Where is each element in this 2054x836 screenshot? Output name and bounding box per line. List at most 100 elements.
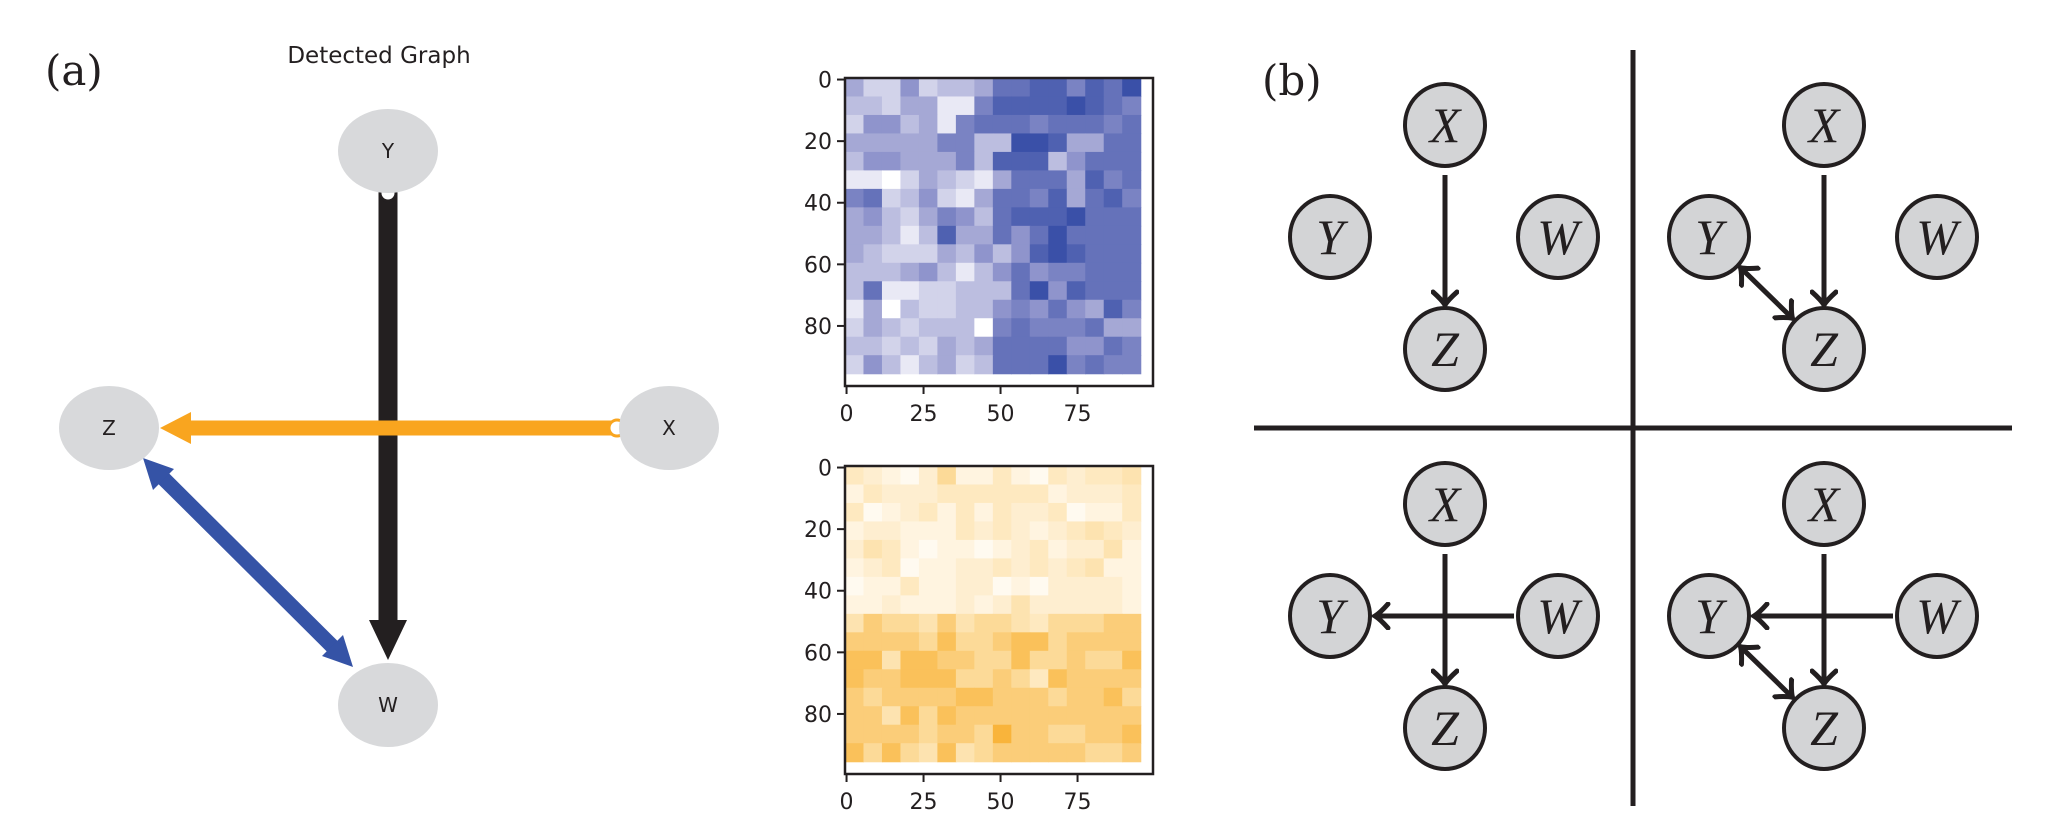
heatmap-cell (1103, 355, 1123, 375)
heatmap-cell (937, 96, 957, 116)
heatmap-cell (1122, 355, 1142, 375)
heatmap-cell (918, 262, 938, 282)
node-circle (1782, 306, 1866, 392)
node-w: W (1516, 194, 1600, 280)
heatmap-cell (1066, 114, 1086, 135)
heatmap-cell (900, 318, 920, 338)
heatmap-cell (1048, 466, 1068, 486)
x-tick-label: 0 (840, 402, 854, 427)
edge-line (154, 469, 342, 656)
node-circle (1403, 685, 1487, 771)
panel-b-label: (b) (1262, 56, 1322, 105)
heatmap-cell (955, 669, 975, 689)
node-z: Z (1782, 306, 1866, 392)
heatmap-cell (955, 114, 975, 135)
heatmap-cell (1029, 669, 1049, 689)
heatmap-cell (992, 96, 1012, 116)
heatmap-cell (1011, 318, 1031, 338)
heatmap-cell (918, 281, 938, 301)
heatmap-cell (1029, 576, 1049, 596)
heatmap-cell (881, 318, 902, 338)
heatmap-cell (863, 78, 883, 98)
heatmap-cell (1066, 281, 1086, 301)
node-w: W (1516, 573, 1600, 659)
arrowhead-icon (160, 412, 191, 444)
heatmap-cell (1122, 151, 1142, 171)
node-circle (1288, 573, 1372, 659)
heatmap-cell (900, 502, 920, 523)
heatmap-cell (992, 595, 1012, 615)
heatmap-cell (1011, 262, 1031, 282)
heatmap-cell (955, 170, 975, 190)
heatmap-cell (900, 225, 920, 245)
heatmap-cell (1011, 114, 1031, 135)
heatmap-cell (845, 521, 865, 541)
heatmap-cell (863, 539, 883, 559)
heatmap-cell (1029, 521, 1049, 541)
heatmap-cell (1011, 151, 1031, 171)
heatmap-cell (1085, 318, 1105, 338)
heatmap-cell (900, 188, 920, 208)
heatmap-cell (1066, 539, 1086, 559)
heatmap-cell (1048, 299, 1068, 319)
heatmap-cell (1103, 170, 1123, 190)
heatmap-cell (918, 576, 938, 596)
heatmap-cell (900, 650, 920, 670)
heatmap-cell (1122, 96, 1142, 116)
heatmap-cell (937, 539, 957, 559)
heatmap-cell (1103, 299, 1123, 319)
heatmap-cell (863, 133, 883, 153)
heatmap-cell (1048, 244, 1068, 264)
heatmap-cell (937, 244, 957, 264)
heatmap-cell (1011, 78, 1031, 98)
heatmap-cell (918, 539, 938, 559)
axes-frame (843, 76, 1155, 388)
node-label: X (662, 416, 676, 440)
heatmap-cell (1029, 225, 1049, 245)
heatmap-cell (900, 743, 920, 763)
heatmap-cell (1085, 188, 1105, 208)
heatmap-cell (992, 114, 1012, 135)
node-x: X (1403, 461, 1487, 547)
heatmap-cell (1011, 669, 1031, 689)
heatmap-cell (1048, 225, 1068, 245)
heatmap-cell (1103, 576, 1123, 596)
heatmap-cell (1122, 244, 1142, 264)
heatmap-cell (845, 687, 865, 707)
heatmap-cell (1029, 114, 1049, 135)
heatmap-cell (992, 281, 1012, 301)
heatmap-cell (900, 78, 920, 98)
arrowhead-icon (369, 620, 407, 660)
heatmap-cell (918, 96, 938, 116)
heatmap-cell (955, 521, 975, 541)
heatmap-cell (955, 502, 975, 523)
heatmap-cell (1048, 188, 1068, 208)
node-circle (1288, 194, 1372, 280)
heatmap-cell (1085, 669, 1105, 689)
node-w: W (1895, 194, 1979, 280)
heatmap-cell (1122, 336, 1142, 356)
heatmap-cell (1085, 576, 1105, 596)
heatmap-cell (863, 318, 883, 338)
heatmap-cell (918, 78, 938, 98)
heatmap-cell (1011, 558, 1031, 578)
heatmap-cell (1066, 244, 1086, 264)
heatmap-cell (974, 318, 994, 338)
node-circle (1667, 573, 1751, 659)
node-label: Y (1316, 209, 1349, 265)
heatmap-cell (845, 466, 865, 486)
heatmap-cell (881, 244, 902, 264)
node-circle (1403, 461, 1487, 547)
heatmap-cell (1066, 576, 1086, 596)
edge-z-w-bidirected (143, 458, 353, 667)
node-z: Z (59, 386, 159, 470)
heatmap-cell (1029, 724, 1049, 744)
heatmap-cell (881, 281, 902, 301)
heatmap-cell (881, 114, 902, 135)
heatmap-cell (1011, 743, 1031, 763)
